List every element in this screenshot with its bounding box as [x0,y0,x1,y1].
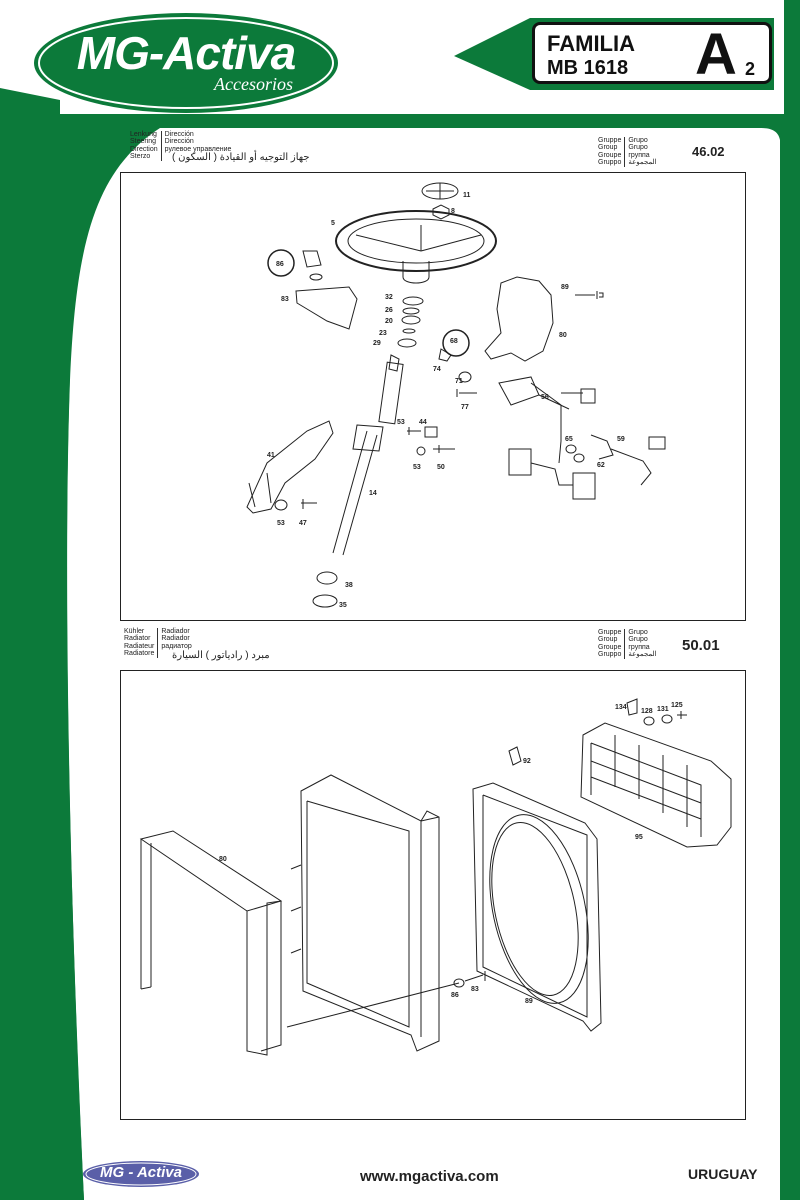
steering-arabic: جهاز التوجيه أو القيادة ( السكون ) [172,152,310,163]
part-label: 32 [385,294,393,301]
footer-website[interactable]: www.mgactiva.com [360,1168,499,1185]
steering-names-b: Dirección Dirección рулевое управление [164,131,232,153]
part-label: 53 [277,520,285,527]
part-label: 29 [373,340,381,347]
part-label: 134 [615,704,627,711]
part-label: 92 [523,758,531,765]
brand-logo: MG-Activa Accesorios [36,18,336,104]
steering-group-number: 46.02 [692,144,725,159]
part-label: 53 [413,464,421,471]
part-label: 53 [397,419,405,426]
part-label: 80 [219,856,227,863]
family-badge: FAMILIA MB 1618 A 2 [532,22,772,87]
steering-group-labels: Gruppe Group Groupe Gruppo Grupo Grupo г… [598,137,657,167]
part-label: 50 [437,464,445,471]
part-label: 80 [559,332,567,339]
part-label: 5 [331,220,335,227]
part-label: 89 [561,284,569,291]
part-label: 8 [451,208,455,215]
part-label: 11 [463,192,471,199]
part-label: 47 [299,520,307,527]
family-model: MB 1618 [547,57,629,79]
part-label: 35 [339,602,347,609]
radiator-group-labels: Gruppe Group Groupe Gruppo Grupo Grupo г… [598,629,657,659]
part-label: 131 [657,706,669,713]
footer-logo-text: MG - Activa [100,1164,182,1181]
part-label: 68 [450,338,458,345]
part-label: 74 [433,366,441,373]
part-label: 125 [671,702,683,709]
part-label: 44 [419,419,427,426]
radiator-arabic: مبرد ( رادياتور ) السيارة [172,650,270,661]
part-label: 38 [345,582,353,589]
family-label: FAMILIA [547,31,635,56]
part-label: 41 [267,452,275,459]
footer-country: URUGUAY [688,1166,758,1182]
logo-title: MG-Activa [76,27,296,79]
part-label: 89 [525,998,533,1005]
part-label: 59 [617,436,625,443]
footer-logo [83,1161,199,1187]
part-label: 56 [541,394,549,401]
radiator-diagram-frame: 134 128 131 125 92 95 80 86 83 89 [120,670,746,1120]
steering-header-left: Lenkung Steering Direction Sterzo Direcc… [130,131,231,161]
part-label: 128 [641,708,653,715]
part-label: 83 [471,986,479,993]
part-label: 86 [451,992,459,999]
steering-names-a: Lenkung Steering Direction Sterzo [130,131,158,161]
family-number: 2 [745,59,756,79]
radiator-diagram: 134 128 131 125 92 95 80 86 83 89 [139,698,732,1056]
radiator-group-number: 50.01 [682,637,720,654]
radiator-header-left: Kühler Radiator Radiateur Radiatore Radi… [124,628,192,658]
footer-logo-text-wrap: MG - Activa [82,1160,200,1188]
part-label: 23 [379,330,387,337]
part-label: 83 [281,296,289,303]
family-letter: A [695,22,737,87]
part-label: 62 [597,462,605,469]
part-label: 26 [385,307,393,314]
steering-diagram: 11 8 5 86 83 32 26 20 23 29 89 80 68 74 … [246,182,666,609]
logo-subtitle: Accesorios [214,74,293,94]
part-label: 77 [461,404,469,411]
part-label: 71 [455,378,463,385]
part-label: 86 [276,261,284,268]
steering-diagram-frame: 11 8 5 86 83 32 26 20 23 29 89 80 68 74 … [120,172,746,621]
part-label: 65 [565,436,573,443]
part-label: 20 [385,318,393,325]
part-label: 14 [369,490,377,497]
part-label: 95 [635,834,643,841]
